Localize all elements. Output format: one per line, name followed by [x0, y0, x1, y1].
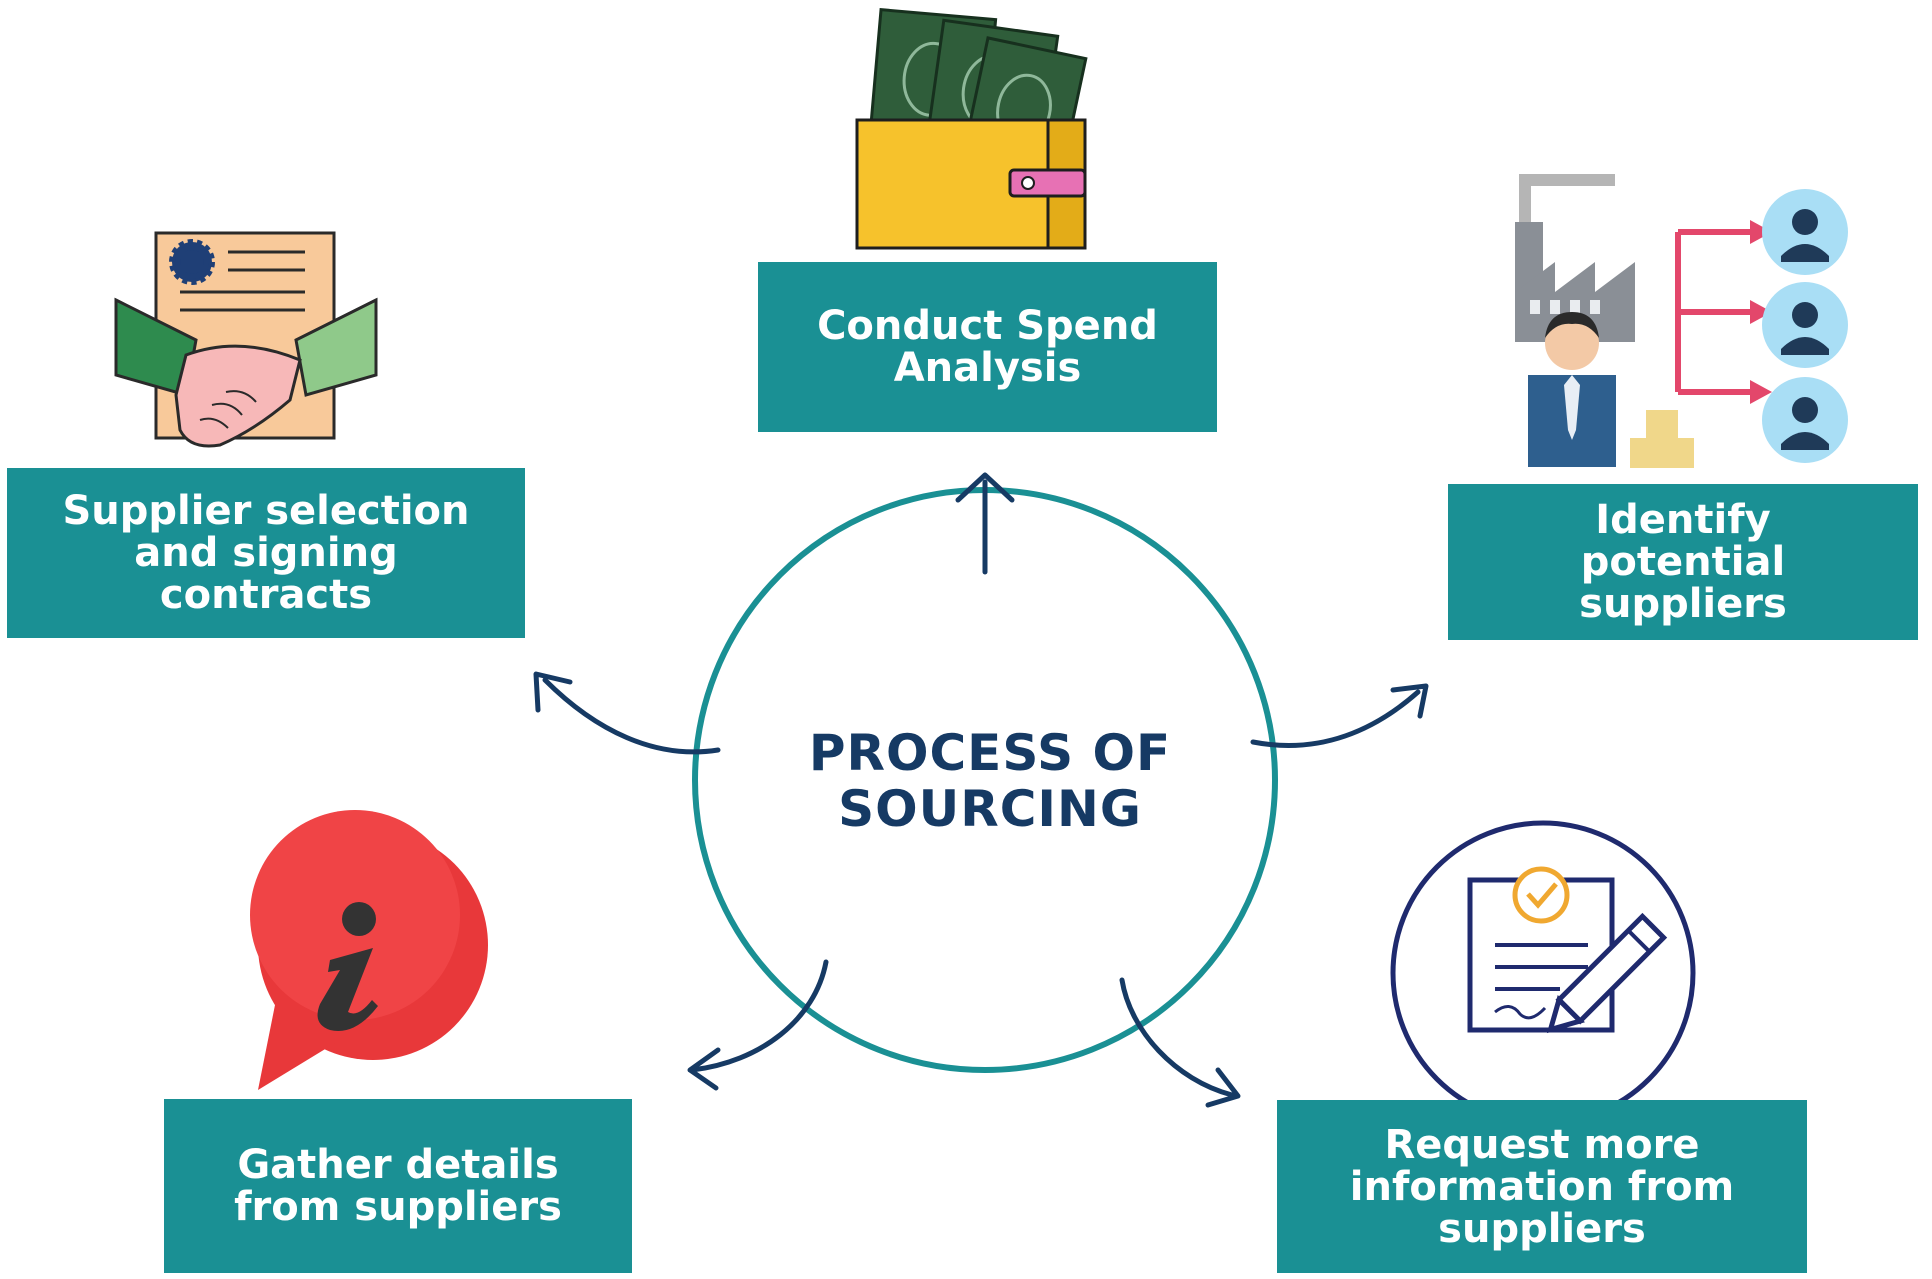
- step-label-line: information from: [1349, 1163, 1735, 1210]
- step-box-identify-potential-suppliers: Identify potential suppliers: [1448, 484, 1918, 640]
- step-box-request-more-information: Request more information from suppliers: [1277, 1100, 1807, 1273]
- center-title-line-2: SOURCING: [838, 780, 1142, 838]
- arrow-to-request: [1119, 977, 1241, 1108]
- step-label-line: Identify: [1595, 497, 1771, 543]
- wallet-money-icon: [855, 8, 1088, 250]
- center-title: PROCESS OF SOURCING: [700, 725, 1280, 837]
- arrow-to-supplier-selection: [533, 671, 721, 755]
- step-label-line: Conduct Spend: [817, 303, 1158, 349]
- handshake-contract-icon: [114, 231, 378, 448]
- step-label-line: potential: [1580, 539, 1786, 585]
- info-bubble-icon: [250, 810, 488, 1090]
- factory-suppliers-icon: [1515, 174, 1848, 468]
- step-label-line: Request more: [1384, 1121, 1700, 1168]
- arrows: [533, 472, 1429, 1108]
- step-label-line: Supplier selection: [62, 488, 470, 534]
- step-box-conduct-spend-analysis: Conduct Spend Analysis: [758, 262, 1217, 432]
- step-label-line: Analysis: [893, 345, 1082, 391]
- document-pen-icon: [1390, 820, 1696, 1126]
- step-label-line: and signing: [134, 530, 398, 576]
- arrow-to-gather: [687, 959, 829, 1091]
- center-title-line-1: PROCESS OF: [808, 724, 1172, 782]
- step-box-supplier-selection: Supplier selection and signing contracts: [7, 468, 525, 638]
- step-box-gather-details: Gather details from suppliers: [164, 1099, 632, 1273]
- step-label-line: from suppliers: [234, 1184, 562, 1230]
- step-label-line: Gather details: [237, 1142, 559, 1188]
- arrow-to-conduct-spend: [955, 472, 1015, 575]
- step-label-line: suppliers: [1579, 581, 1787, 627]
- step-label-line: contracts: [159, 572, 373, 618]
- step-label-line: suppliers: [1438, 1205, 1646, 1252]
- arrow-to-identify: [1250, 683, 1429, 748]
